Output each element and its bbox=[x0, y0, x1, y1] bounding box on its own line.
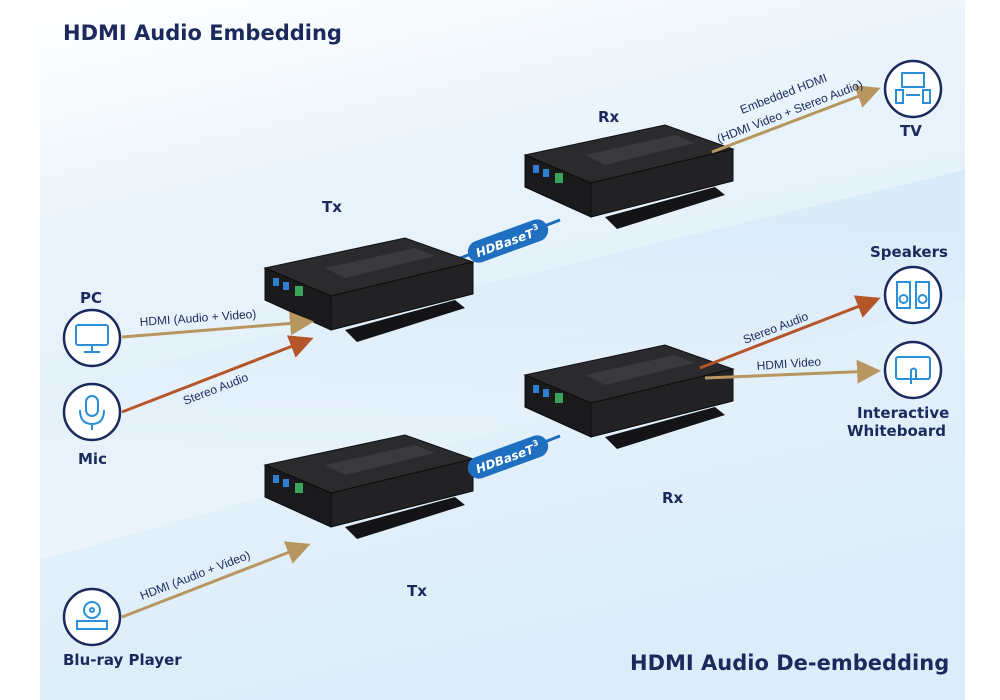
arrow-whiteboard-hdmi bbox=[704, 359, 881, 384]
tx-label-embedding: Tx bbox=[322, 198, 342, 216]
whiteboard-touch-icon bbox=[883, 340, 943, 400]
title-embedding: HDMI Audio Embedding bbox=[63, 21, 342, 45]
microphone-icon bbox=[62, 382, 122, 442]
tx-label-deembedding: Tx bbox=[407, 582, 427, 600]
arrow-tv-hdmi bbox=[711, 85, 881, 154]
mic-label: Mic bbox=[78, 450, 107, 468]
tv-speakers-icon bbox=[883, 59, 943, 119]
rx-label-embedding: Rx bbox=[598, 108, 620, 126]
arrow-pc-hdmi bbox=[121, 311, 314, 339]
speakers-icon bbox=[883, 265, 943, 325]
title-deembedding: HDMI Audio De-embedding bbox=[630, 651, 949, 675]
bluray-player-icon bbox=[62, 587, 122, 647]
arrow-bluray-hdmi bbox=[121, 541, 311, 619]
bluray-label: Blu-ray Player bbox=[63, 651, 182, 669]
arrow-mic-audio bbox=[121, 335, 314, 414]
whiteboard-label-2: Whiteboard bbox=[847, 422, 946, 440]
rx-label-deembedding: Rx bbox=[662, 489, 684, 507]
arrow-speakers-audio bbox=[699, 295, 881, 370]
pc-icon bbox=[62, 308, 122, 368]
arrow-label-whiteboard: HDMI Video bbox=[756, 355, 822, 373]
speakers-label: Speakers bbox=[870, 243, 948, 261]
whiteboard-label-1: Interactive bbox=[857, 404, 949, 422]
pc-label: PC bbox=[80, 289, 102, 307]
tv-label: TV bbox=[900, 122, 922, 140]
